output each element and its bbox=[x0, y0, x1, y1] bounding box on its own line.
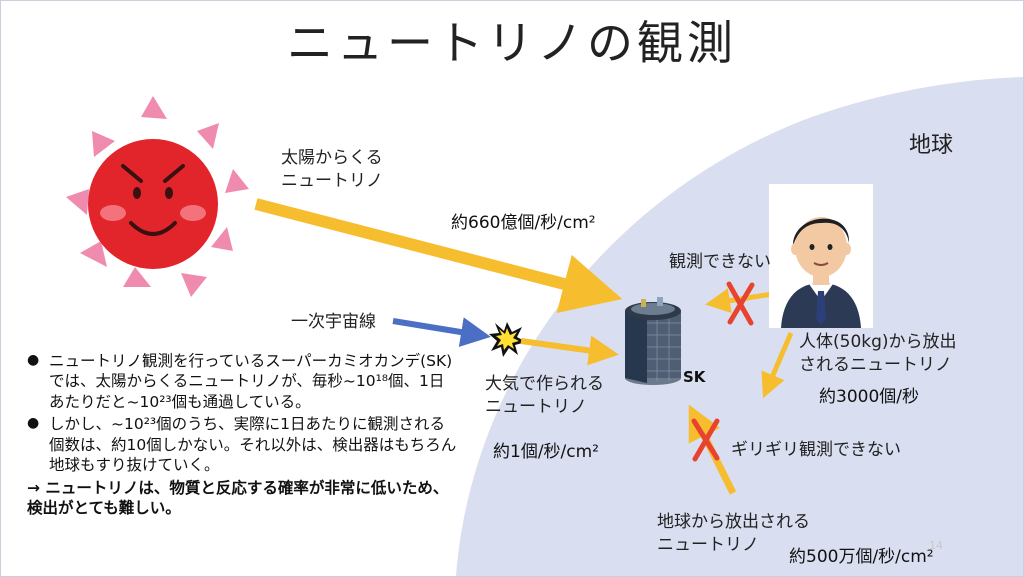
label-line: されるニュートリノ bbox=[799, 354, 952, 375]
atmospheric-neutrino-rate: 約1個/秒/cm² bbox=[493, 442, 599, 462]
super-kamiokande-detector bbox=[625, 297, 681, 385]
barely-not-observable-label: ギリギリ観測できない bbox=[731, 440, 901, 460]
cosmic-ray-label: 一次宇宙線 bbox=[291, 312, 376, 332]
cross-mark bbox=[726, 281, 755, 326]
label-line: ニュートリノ bbox=[281, 170, 383, 191]
not-observable-label: 観測できない bbox=[669, 252, 771, 272]
sun-illustration bbox=[66, 96, 249, 297]
human-neutrino-rate: 約3000個/秒 bbox=[819, 387, 919, 407]
earth-region bbox=[456, 77, 1023, 576]
earth-neutrino-label: 地球から放出される ニュートリノ bbox=[657, 511, 810, 557]
sk-label: SK bbox=[683, 368, 706, 386]
bullet-text: ニュートリノ観測を行っているスーパーカミオカンデ(SK)では、太陽からくるニュー… bbox=[49, 352, 453, 411]
earth-neutrino-rate: 約500万個/秒/cm² bbox=[789, 547, 934, 567]
page-number: 14 bbox=[929, 539, 943, 552]
explanation-text: ● ニュートリノ観測を行っているスーパーカミオカンデ(SK)では、太陽からくるニュ… bbox=[27, 351, 459, 519]
solar-neutrino-rate: 約660億個/秒/cm² bbox=[451, 213, 596, 233]
earth-label: 地球 bbox=[909, 133, 954, 158]
solar-neutrino-arrow bbox=[254, 198, 623, 313]
bullet-item: ● しかし、~10²³個のうち、実際に1日あたりに観測される個数は、約10個しかな… bbox=[27, 414, 459, 475]
slide-title: ニュートリノの観測 bbox=[287, 16, 737, 70]
cross-mark bbox=[691, 418, 720, 462]
person-illustration bbox=[769, 184, 873, 328]
human-neutrino-label: 人体(50kg)から放出 されるニュートリノ bbox=[799, 331, 957, 377]
cosmic-ray-arrow bbox=[392, 317, 491, 347]
label-line: 人体(50kg)から放出 bbox=[799, 332, 957, 352]
human-down-arrow bbox=[761, 332, 794, 399]
atmospheric-neutrino-label: 大気で作られる ニュートリノ bbox=[485, 373, 604, 419]
label-line: ニュートリノ bbox=[485, 396, 587, 417]
bullet-dot-icon: ● bbox=[27, 415, 40, 432]
bullet-text: しかし、~10²³個のうち、実際に1日あたりに観測される個数は、約10個しかない… bbox=[49, 415, 457, 475]
label-line: ニュートリノ bbox=[657, 534, 759, 555]
solar-neutrino-label: 太陽からくる ニュートリノ bbox=[281, 147, 383, 193]
atmospheric-neutrino-arrow bbox=[520, 335, 619, 366]
label-line: 地球から放出される bbox=[657, 512, 810, 532]
bullet-dot-icon: ● bbox=[27, 352, 40, 368]
label-line: 大気で作られる bbox=[485, 374, 604, 394]
label-line: 太陽からくる bbox=[281, 148, 383, 168]
conclusion-text: → ニュートリノは、物質と反応する確率が非常に低いため、検出がとても難しい。 bbox=[27, 478, 449, 518]
collision-burst bbox=[489, 322, 526, 357]
bullet-item: ● ニュートリノ観測を行っているスーパーカミオカンデ(SK)では、太陽からくるニュ… bbox=[27, 351, 459, 412]
